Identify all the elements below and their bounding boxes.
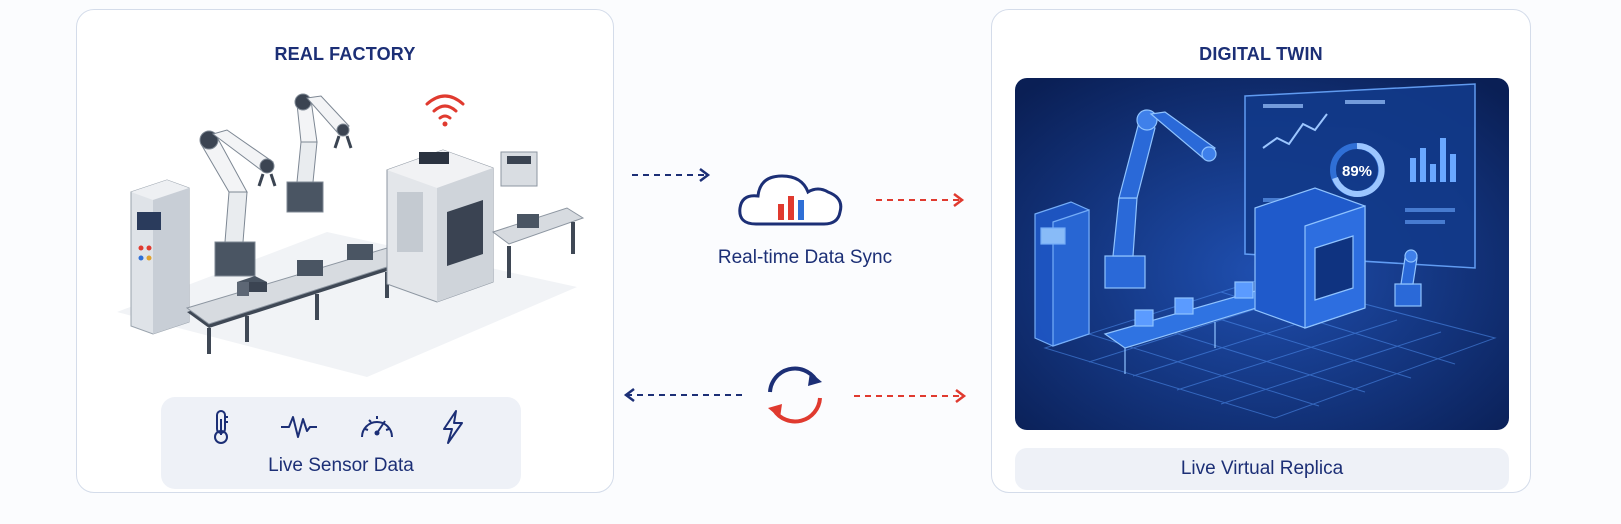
arrow-sync-to-twin — [854, 389, 967, 403]
dashboard-percentage: 89% — [1342, 163, 1372, 180]
arrow-to-twin — [876, 193, 965, 207]
sensor-data-card: Live Sensor Data — [161, 397, 521, 489]
twin-illustration: 89% — [1015, 78, 1509, 430]
twin-cabinet — [1034, 201, 1090, 347]
live-sensor-data-label: Live Sensor Data — [268, 455, 414, 476]
sync-arrows-icon — [768, 366, 822, 424]
robot-arm-right — [286, 93, 353, 213]
digital-twin-visual: 89% — [1015, 78, 1509, 430]
arrow-to-factory — [623, 388, 744, 402]
real-factory-panel: REAL FACTORY — [76, 9, 614, 493]
pulse-icon — [281, 416, 317, 438]
cloud-chart-icon — [738, 174, 843, 226]
twin-machine — [1254, 187, 1366, 329]
lightning-icon — [443, 410, 463, 444]
twin-small-robot — [1394, 249, 1422, 307]
real-time-sync-label: Real-time Data Sync — [717, 247, 893, 268]
sensor-icons-row — [161, 409, 521, 445]
digital-twin-title: DIGITAL TWIN — [1199, 44, 1323, 64]
thermometer-icon — [214, 410, 228, 444]
arrow-to-cloud — [632, 168, 711, 182]
twin-robot-arm — [1104, 109, 1217, 289]
digital-twin-panel: DIGITAL TWIN — [991, 9, 1531, 493]
gauge-icon — [361, 416, 393, 438]
factory-illustration — [117, 93, 585, 377]
control-cabinet — [130, 179, 190, 335]
virtual-replica-card: Live Virtual Replica — [1015, 448, 1509, 490]
processing-machine — [386, 149, 494, 303]
robot-arm-left — [199, 129, 277, 277]
conveyor-back — [491, 151, 585, 278]
live-virtual-replica-label: Live Virtual Replica — [1180, 458, 1344, 479]
wifi-icon — [425, 94, 465, 127]
real-factory-title: REAL FACTORY — [274, 44, 416, 64]
